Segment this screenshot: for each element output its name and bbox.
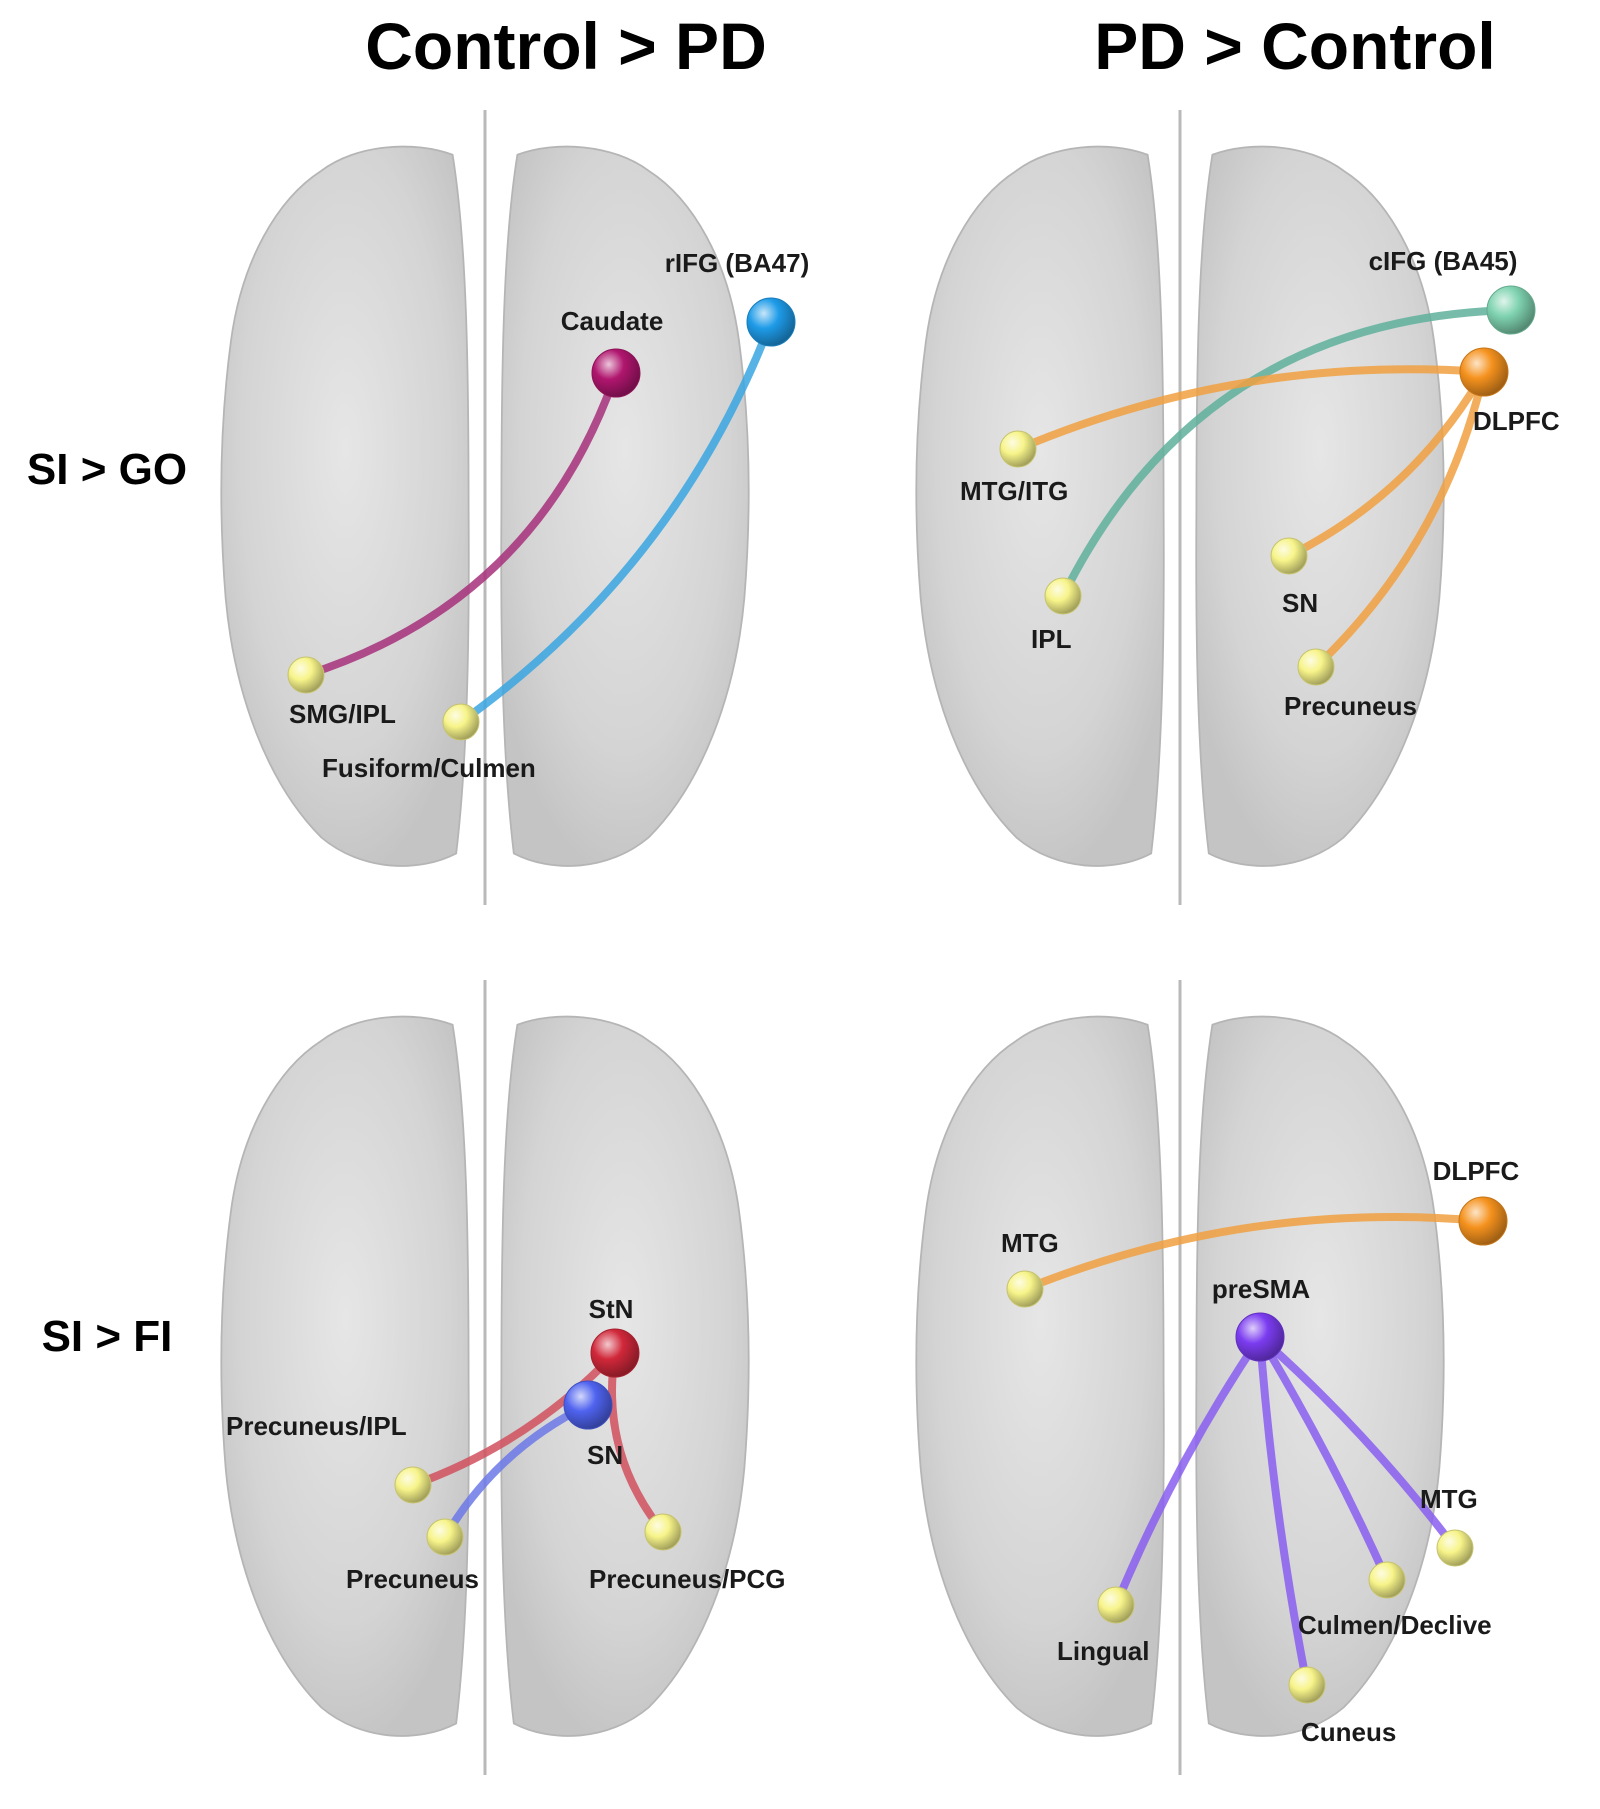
node-precuneus-pcg (644, 1513, 682, 1551)
node-label-fusiform: Fusiform/Culmen (322, 753, 536, 783)
brain-outline (915, 110, 1445, 905)
node-label-mtg-left: MTG (1001, 1228, 1059, 1258)
connection-presma-culmen (1256, 1333, 1391, 1584)
connection-group (1014, 306, 1515, 671)
connection-dlpfc-sn (1285, 368, 1488, 560)
node-label-ipl: IPL (1031, 624, 1072, 654)
brain-outline (915, 980, 1445, 1775)
connection-stn-precuneus-ipl (409, 1349, 619, 1489)
node-label-presma: preSMA (1212, 1274, 1310, 1304)
node-label-cuneus: Cuneus (1301, 1717, 1396, 1747)
node-precuneus (1297, 648, 1335, 686)
connection-sn-precuneus (441, 1401, 592, 1541)
node-mtg-right (1436, 1529, 1474, 1567)
node-label-precuneus: Precuneus (346, 1564, 479, 1594)
node-cuneus (1288, 1666, 1326, 1704)
node-label-precuneus: Precuneus (1284, 691, 1417, 721)
node-mtg-left (1006, 1270, 1044, 1308)
connection-presma-lingual (1112, 1333, 1264, 1609)
node-label-precuneus-pcg: Precuneus/PCG (589, 1564, 786, 1594)
node-stn (590, 1328, 640, 1378)
node-label-precuneus-ipl: Precuneus/IPL (226, 1411, 407, 1441)
connection-dlpfc-mtg-itg (1014, 365, 1488, 453)
connection-dlpfc-mtg-left (1021, 1213, 1487, 1293)
node-label-smg-ipl: SMG/IPL (289, 699, 396, 729)
node-label-sn: SN (587, 1440, 623, 1470)
node-rifg (746, 297, 796, 347)
node-mtg-itg (999, 430, 1037, 468)
node-label-dlpfc: DLPFC (1433, 1156, 1520, 1186)
connection-group (1021, 1213, 1487, 1689)
node-label-mtg-itg: MTG/ITG (960, 476, 1068, 506)
node-sn (563, 1380, 613, 1430)
node-precuneus-ipl (394, 1466, 432, 1504)
connection-caudate-smg-ipl (302, 369, 620, 679)
node-label-rifg: rIFG (BA47) (665, 248, 809, 278)
right-hemisphere (500, 1015, 750, 1737)
node-label-culmen: Culmen/Declive (1298, 1610, 1492, 1640)
node-label-stn: StN (589, 1294, 634, 1324)
node-sn (1270, 537, 1308, 575)
column-title-control-gt-pd: Control > PD (365, 9, 767, 83)
connection-presma-cuneus (1256, 1333, 1311, 1689)
node-smg-ipl (287, 656, 325, 694)
node-lingual (1097, 1586, 1135, 1624)
node-fusiform (442, 703, 480, 741)
node-label-dlpfc: DLPFC (1473, 406, 1560, 436)
node-label-mtg-right: MTG (1420, 1484, 1478, 1514)
node-label-sn: SN (1282, 588, 1318, 618)
panel-pd-si-go: cIFG (BA45) DLPFC MTG/ITG IPL SN Precuneus (915, 110, 1560, 905)
node-culmen (1368, 1561, 1406, 1599)
node-presma (1235, 1312, 1285, 1362)
node-ipl (1044, 577, 1082, 615)
connection-group (302, 318, 775, 726)
node-dlpfc (1458, 1196, 1508, 1246)
node-label-cifg: cIFG (BA45) (1369, 246, 1518, 276)
row-title-si-gt-fi: SI > FI (41, 1312, 173, 1361)
connection-dlpfc-precuneus (1312, 368, 1488, 671)
left-hemisphere (915, 1015, 1165, 1737)
column-title-pd-gt-control: PD > Control (1094, 9, 1496, 83)
node-cifg (1486, 285, 1536, 335)
left-hemisphere (915, 145, 1165, 867)
row-title-si-gt-go: SI > GO (26, 445, 188, 494)
node-label-caudate: Caudate (561, 306, 664, 336)
node-caudate (591, 348, 641, 398)
connection-rifg-fusiform (457, 318, 775, 726)
panel-pd-si-fi: DLPFC MTG preSMA MTG Culmen/DecliveLingualCu… (915, 980, 1520, 1775)
brain-outline (220, 980, 750, 1775)
brain-outline (220, 110, 750, 905)
node-precuneus (426, 1518, 464, 1556)
panel-control-si-fi: StN SN Precuneus/IPL Precuneus Precuneus/PCG (220, 980, 786, 1775)
connection-presma-mtg-right (1256, 1333, 1459, 1552)
left-hemisphere (220, 1015, 470, 1737)
node-dlpfc (1459, 347, 1509, 397)
node-label-lingual: Lingual (1057, 1636, 1149, 1666)
